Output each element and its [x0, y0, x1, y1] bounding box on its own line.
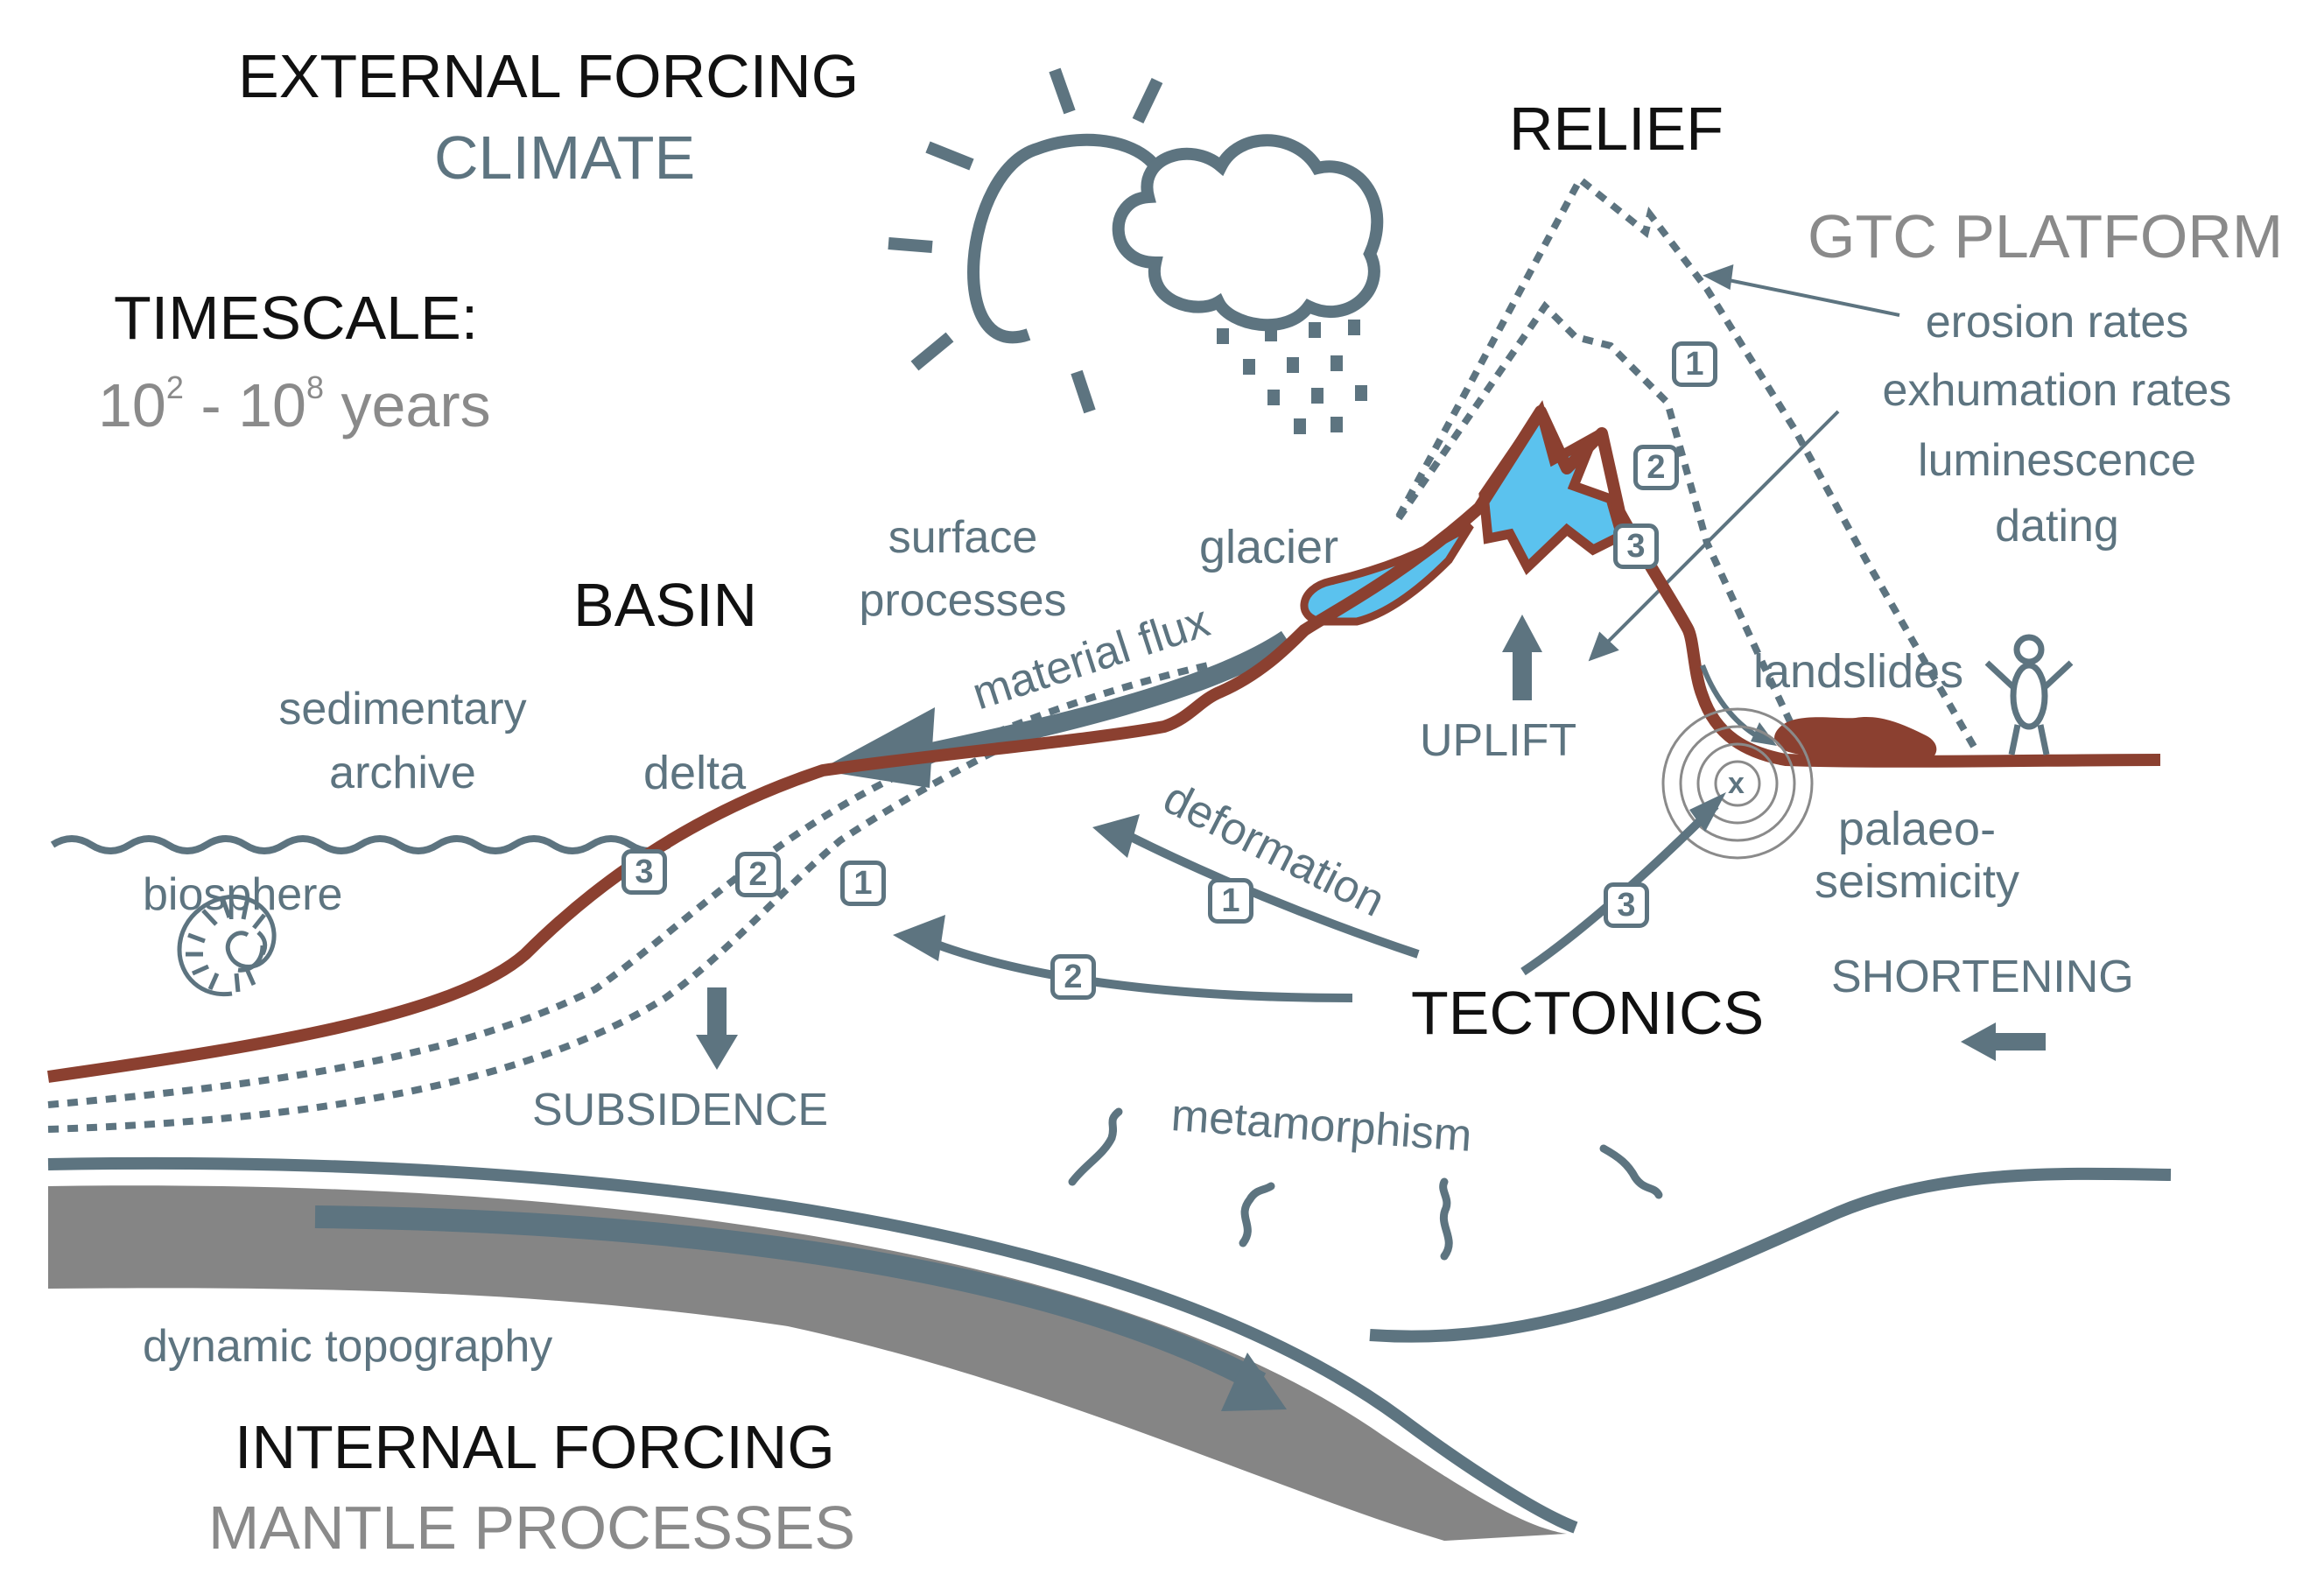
relief-tag-1: 1	[1672, 341, 1717, 387]
surface-processes-label-1: surface	[888, 512, 1038, 563]
relief-dotted-outlines	[1395, 173, 1980, 754]
biosphere-label: biosphere	[143, 869, 343, 920]
material-flux-arrow	[925, 630, 1293, 762]
gtc-item-dating: dating	[1995, 501, 2119, 552]
surface-processes-label-2: processes	[859, 575, 1067, 626]
gtc-item-erosion-rates: erosion rates	[1925, 297, 2189, 348]
basin-tag-2: 2	[735, 852, 781, 897]
timescale-label: TIMESCALE:	[114, 284, 479, 352]
delta-label: delta	[643, 747, 747, 799]
dynamic-topography-label: dynamic topography	[143, 1321, 553, 1372]
uplift-label: UPLIFT	[1420, 715, 1577, 766]
palaeoseismicity-label-1: palaeo-	[1837, 803, 1997, 855]
internal-forcing-title: INTERNAL FORCING	[235, 1413, 835, 1481]
slab-top-line	[47, 1156, 1578, 1534]
basin-dotted-surfaces	[47, 662, 1209, 1133]
tectonics-tag-3: 3	[1604, 882, 1649, 928]
glacier-label: glacier	[1199, 521, 1339, 573]
gtc-pointer-arrows	[1588, 264, 1900, 662]
uplift-arrow	[1502, 615, 1542, 700]
basin-label: BASIN	[573, 571, 758, 639]
landslide-icon	[1774, 717, 1937, 764]
sun-icon	[888, 67, 1172, 414]
relief-tag-2: 2	[1633, 445, 1679, 490]
rain-icon	[1217, 320, 1367, 434]
shortening-label: SHORTENING	[1831, 952, 2134, 1002]
water-surface	[50, 835, 671, 854]
gtc-item-exhumation-rates: exhumation rates	[1882, 365, 2232, 416]
tectonics-arrow3-arrowhead	[1689, 792, 1726, 832]
topography-line	[47, 405, 2161, 1083]
relief-tag-3: 3	[1613, 523, 1659, 569]
deformation-arrowhead	[1092, 814, 1140, 858]
climate-label: CLIMATE	[434, 123, 696, 192]
palaeoseismicity-label-2: seismicity	[1814, 855, 2019, 908]
shortening-arrow	[1961, 1022, 2046, 1061]
subsidence-label: SUBSIDENCE	[532, 1085, 829, 1135]
mantle-flow-arrowhead	[1221, 1353, 1287, 1411]
relief-label: RELIEF	[1509, 95, 1724, 163]
epicenter-marker: x	[1728, 767, 1745, 800]
sedimentary-archive-label-1: sedimentary	[278, 684, 527, 734]
mantle-flow-arrow	[314, 1205, 1267, 1394]
gtc-platform-title: GTC PLATFORM	[1808, 202, 2284, 271]
timescale-value: 102 - 108 years	[98, 369, 491, 439]
overriding-plate-line	[1369, 1167, 2172, 1343]
person-icon	[1984, 634, 2074, 755]
tectonics-tag-2: 2	[1050, 954, 1096, 1000]
mantle-slab	[48, 1185, 1567, 1541]
gtc-item-luminescence: luminescence	[1918, 435, 2196, 486]
landslides-label: landslides	[1753, 645, 1964, 698]
ammonite-icon	[177, 894, 277, 997]
palaeoseismicity-rings	[1661, 707, 1814, 860]
basin-tag-3: 3	[621, 849, 667, 895]
metamorphism-squiggles	[1068, 1107, 1663, 1261]
tectonics-label: TECTONICS	[1411, 979, 1765, 1047]
tectonics-arrow2-arrowhead	[893, 915, 945, 961]
cloud-icon	[1112, 134, 1384, 332]
sedimentary-archive-label-2: archive	[329, 748, 476, 798]
material-flux-arrowhead	[818, 707, 935, 788]
external-forcing-title: EXTERNAL FORCING	[238, 42, 860, 110]
basin-tag-1: 1	[840, 861, 886, 906]
subsidence-arrow	[696, 987, 738, 1070]
deformation-tag-1: 1	[1208, 878, 1253, 924]
mantle-processes-label: MANTLE PROCESSES	[208, 1493, 856, 1562]
